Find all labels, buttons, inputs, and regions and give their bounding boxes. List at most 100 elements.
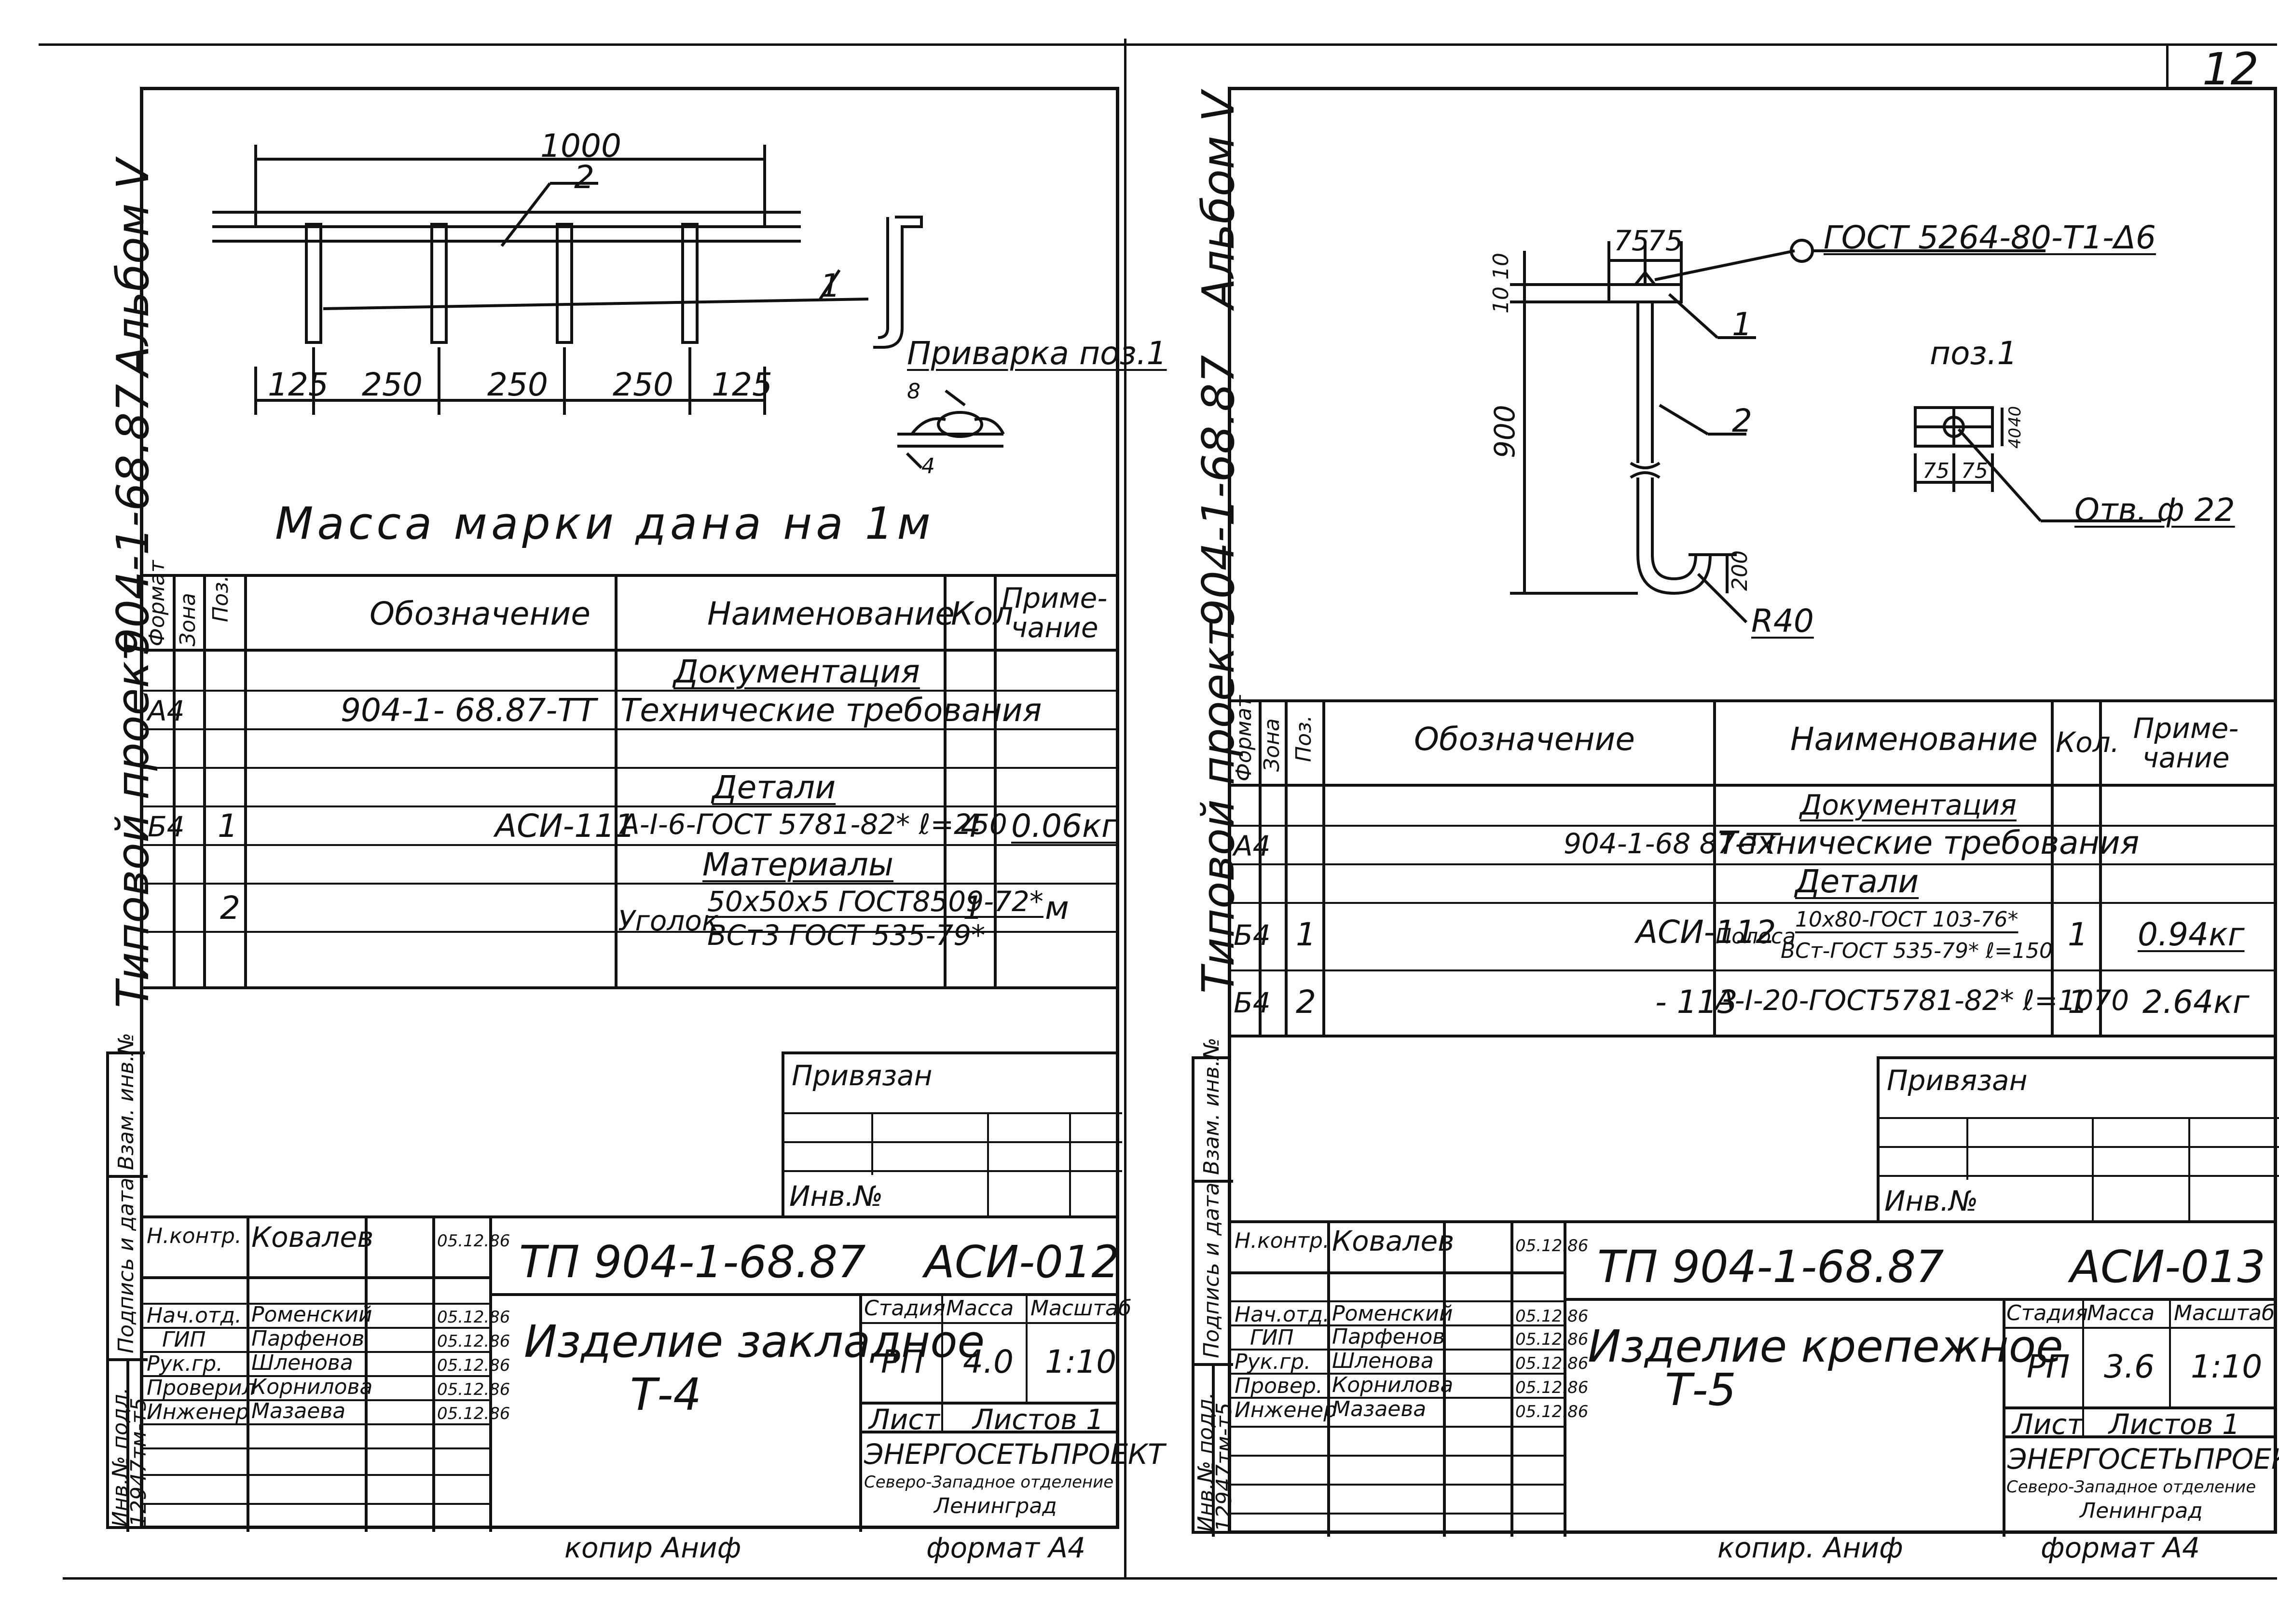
dim-5: 125 [712,366,772,403]
doc-mark: АСИ-013 [2070,1241,2265,1293]
row-section-details: Детали [1795,863,1919,900]
sheet-left: Альбом V 904-1-68.87 Типовой проект [0,0,1167,1592]
col-name: Наименование [707,595,955,632]
org-name: ЭНЕРГОСЕТЬПРОЕКТ [864,1438,1165,1471]
radius-label: R40 [1751,602,1814,640]
side-stamp: Взам. инв.№ Подпись и дата Инв.№ подл. 1… [106,1033,151,1532]
col-zone: Зона [176,593,200,646]
role-2: ГИП [1250,1325,1294,1350]
row-section-documentation: Документация [1800,789,2017,821]
weld-dim-1: 8 [907,379,920,404]
pos1-dim-4: 75 [1961,459,1988,483]
date-5: 05.12.86 [437,1404,510,1423]
gost-weld: ГОСТ 5264-80-Т1-Δ6 [1824,219,2156,256]
org-division: Северо-Западное отделение [864,1473,1114,1492]
row-name: А-I-6-ГОСТ 5781-82* ℓ=250 [620,808,1007,841]
date-0: 05.12.86 [1515,1236,1589,1256]
date-3: 05.12.86 [437,1356,510,1375]
name-3: Шленова [1332,1349,1434,1373]
date-5: 05.12.86 [1515,1402,1589,1421]
role-0: Н.контр. [147,1224,242,1248]
row-designation: АСИ-112 [1636,914,1776,951]
doc-code: ТП 904-1-68.87 [1597,1241,1944,1293]
sheet-frame [140,87,1119,1529]
side-dim-2: 10 [1489,253,1513,280]
row-format: Б4 [1234,986,1271,1019]
dim-total: 1000 [540,127,621,164]
side-label-signature: Подпись и дата [1199,1182,1224,1358]
top-rule [39,43,2277,46]
footer-copy: копир. Аниф [1717,1531,1903,1564]
scale-label: Масштаб [2174,1301,2275,1325]
row-name: Технические требования [620,692,1042,729]
dim-4: 250 [613,366,673,403]
footer-copy: копир Аниф [564,1531,741,1564]
title-line2: Т-5 [1665,1364,1736,1416]
row-name: А-I-20-ГОСТ5781-82* ℓ=1070 [1716,984,2129,1017]
org-city: Ленинград [934,1494,1057,1518]
stage-label: Стадия [864,1296,946,1321]
row-designation: 904-1-68 87-ТТ [1564,827,1780,860]
inv-no-label: Инв.№ [1884,1185,1978,1217]
title-block: Н.контр. Ковалев 05.12.86 Нач.отд. Ромен… [1231,1220,2279,1537]
col-designation: Обозначение [1414,721,1635,758]
role-4: Проверил [147,1376,256,1400]
pos-label-1: 1 [1732,306,1752,343]
title-block: Н.контр. Ковалев 05.12.86 Нач.отд. Ромен… [143,1215,1165,1532]
scale-label: Масштаб [1030,1296,1132,1321]
row-format: А4 [148,695,185,727]
sheet-frame [1228,87,2277,1534]
sheets-count-label: Листов 1 [973,1403,1104,1436]
privyazan-block: Привязан Инв.№ [782,1051,1122,1218]
inv-no-label: Инв.№ [789,1180,883,1213]
date-1: 05.12.86 [1515,1307,1589,1326]
footer-format: формат А4 [926,1531,1085,1564]
row-name-top: 50x50x5 ГОСТ8509-72* [707,885,1043,918]
row-pos: 2 [1296,983,1316,1021]
stage-value: РП [881,1343,924,1380]
row-note: м [1045,889,1069,927]
dim-3: 250 [487,366,548,403]
row-name: Уголок [618,904,719,937]
sheets-count-label: Листов 1 [2109,1408,2240,1441]
row-name-top: 10x80-ГОСТ 103-76* [1795,907,2018,932]
privyazan-block: Привязан Инв.№ [1877,1056,2279,1223]
weld-dim-2: 4 [921,454,935,478]
name-1: Роменский [1332,1301,1453,1326]
name-2: Парфенов [251,1326,365,1351]
stage-label: Стадия [2006,1301,2088,1325]
row-name-bottom: ВСт-ГОСТ 535-79* ℓ=150 [1781,939,2053,963]
name-1: Роменский [251,1302,372,1327]
center-divider [1124,39,1126,1577]
side-stamp: Взам. инв.№ Подпись и дата Инв.№ подл. 1… [1192,1037,1236,1537]
pos-label-2: 2 [1732,402,1752,439]
name-4: Корнилова [251,1375,373,1399]
org-name: ЭНЕРГОСЕТЬПРОЕКТ [2007,1443,2279,1475]
doc-mark: АСИ-012 [924,1236,1120,1288]
row-pos: 2 [220,889,240,927]
pos1-dim-2: 40 [2005,427,2025,449]
row-name: Технические требования [1718,824,2140,861]
scale-value: 1:10 [2191,1348,2263,1385]
doc-code: ТП 904-1-68.87 [519,1236,866,1288]
dim-1: 125 [268,366,329,403]
scale-value: 1:10 [1045,1343,1117,1380]
date-1: 05.12.86 [437,1308,510,1327]
name-0: Ковалев [251,1221,374,1254]
mass-note: Масса марки дана на 1м [275,498,934,549]
top-dim-2: 75 [1647,224,1683,257]
row-designation: АСИ-111 [495,807,635,845]
role-2: ГИП [162,1327,206,1352]
side-label-replace: Взам. инв.№ [1199,1037,1224,1175]
title-line2: Т-4 [630,1369,701,1420]
title-line1: Изделие крепежное [1588,1321,2063,1372]
spec-table: Формат Зона Поз. Обозначение Наименовани… [143,560,1118,989]
row-section-materials: Материалы [702,846,893,883]
side-dim-1: 10 [1489,287,1513,314]
row-qty: 4 [961,807,981,845]
col-name: Наименование [1790,721,2038,758]
row-section-details: Детали [712,769,836,806]
mass-label: Масса [946,1296,1014,1321]
bolt-drawing [1510,239,2161,624]
pos1-title: поз.1 [1930,335,2018,372]
